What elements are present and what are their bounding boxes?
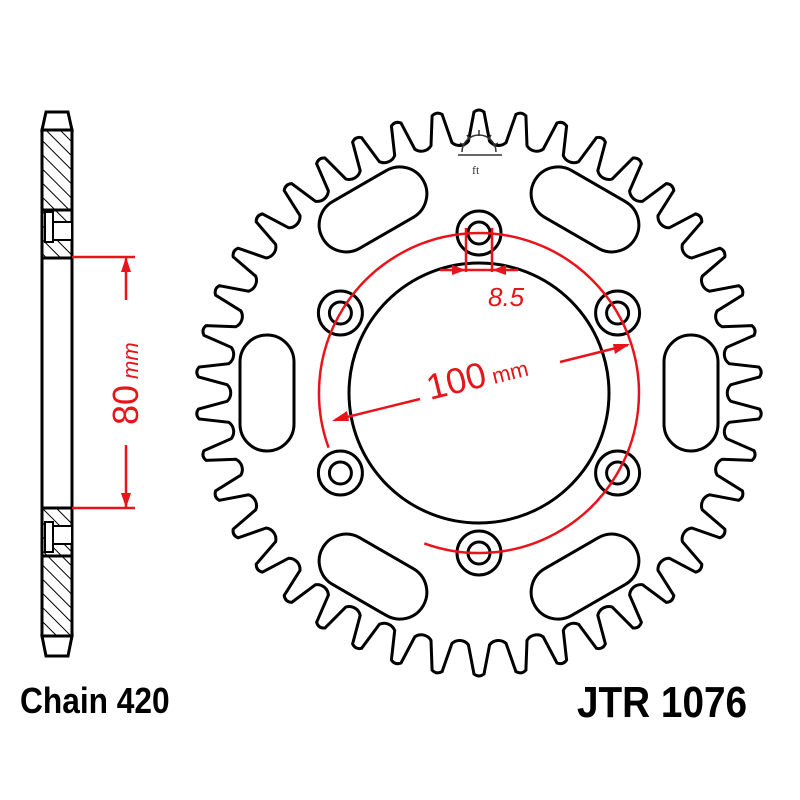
slot [529, 165, 641, 254]
bolt-hole [316, 289, 364, 337]
slot [317, 165, 429, 254]
bolt-hole [605, 300, 631, 326]
bolt-hole [455, 529, 503, 577]
slot [317, 532, 429, 621]
hub-width-value: 80mm [105, 342, 146, 425]
svg-text:ft: ft [472, 163, 480, 177]
slot [529, 532, 641, 621]
bolt-hole [455, 209, 503, 257]
center-bore [347, 261, 611, 525]
jt-logo: ft [458, 130, 502, 177]
bolt-hole [327, 460, 353, 486]
hub-width-dimension [72, 255, 135, 510]
bolt-hole [327, 300, 353, 326]
bolt-hole [605, 460, 631, 486]
bolt-circle-value: 100mm [422, 343, 532, 408]
part-number: JTR 1076 [577, 678, 748, 727]
bolt-hole [594, 449, 642, 497]
lightening-slots [238, 165, 720, 621]
bolt-circle-dimension [317, 228, 641, 555]
bolt-hole-value: 8.5 [488, 282, 525, 312]
sprocket-teeth-outline [195, 108, 763, 678]
chain-label: Chain 420 [20, 680, 170, 721]
bolt-holes [316, 209, 642, 577]
bolt-hole [594, 289, 642, 337]
bolt-hole [316, 449, 364, 497]
slot [662, 333, 720, 453]
side-profile [40, 110, 74, 658]
slot [238, 333, 296, 453]
